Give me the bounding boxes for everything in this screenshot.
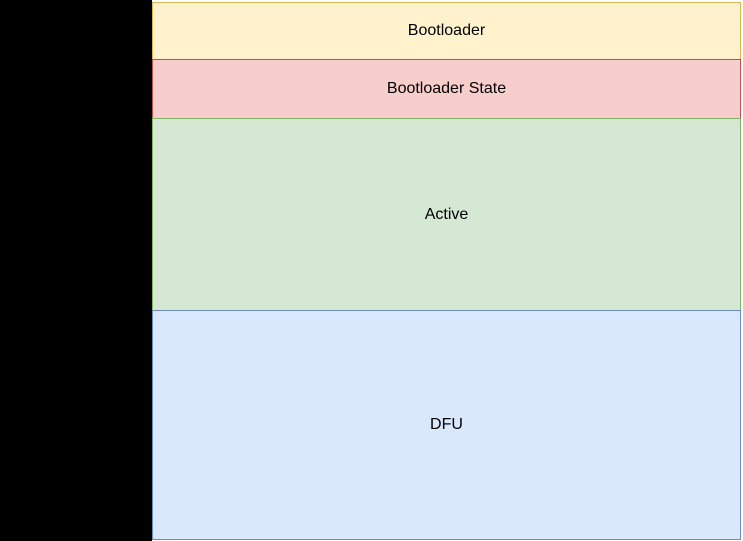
memory-block-label: Bootloader bbox=[407, 22, 486, 40]
memory-block-active: Active bbox=[152, 118, 741, 311]
memory-block-dfu: DFU bbox=[152, 310, 741, 540]
memory-block-bootloader: Bootloader bbox=[152, 2, 741, 60]
memory-block-label: DFU bbox=[430, 416, 463, 434]
memory-block-bootloader-state: Bootloader State bbox=[152, 59, 741, 119]
memory-block-label: Active bbox=[424, 205, 469, 223]
left-filler-region bbox=[0, 0, 152, 541]
memory-block-label: Bootloader State bbox=[386, 80, 507, 98]
